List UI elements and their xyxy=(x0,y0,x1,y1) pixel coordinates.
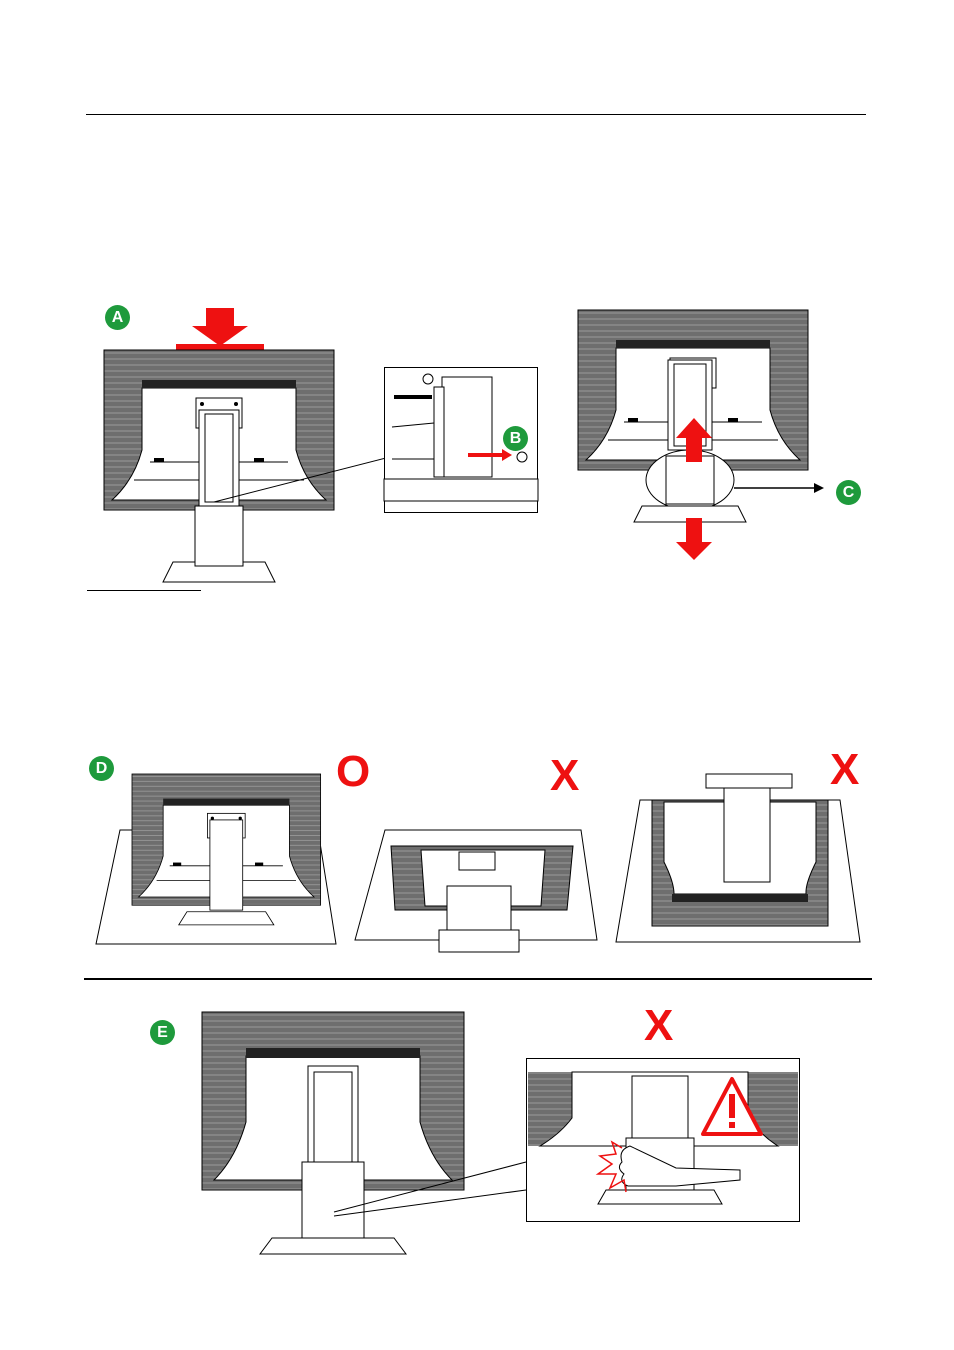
warning-triangle-icon xyxy=(700,1076,764,1138)
heading-underline xyxy=(87,590,201,591)
section-divider xyxy=(84,978,872,980)
wrong-mark-1: X xyxy=(550,754,579,798)
right-arrow-icon xyxy=(734,482,824,494)
monitor-figure-a xyxy=(104,350,336,538)
step-badge-a: A xyxy=(105,305,130,330)
monitor-figure-e xyxy=(202,1012,466,1256)
press-down-arrow-icon xyxy=(176,308,264,354)
monitor-upright-correct xyxy=(96,774,340,948)
down-arrow-icon xyxy=(672,518,716,562)
step-badge-b: B xyxy=(503,426,528,451)
correct-mark: O xyxy=(336,750,370,794)
step-badge-e: E xyxy=(150,1020,175,1045)
wrong-mark-3: X xyxy=(644,1004,673,1048)
top-rule xyxy=(86,114,866,115)
monitor-upsidedown-wrong xyxy=(616,772,862,944)
up-arrow-icon xyxy=(672,418,716,462)
step-badge-c: C xyxy=(836,480,861,505)
monitor-facedown-wrong xyxy=(355,830,599,960)
